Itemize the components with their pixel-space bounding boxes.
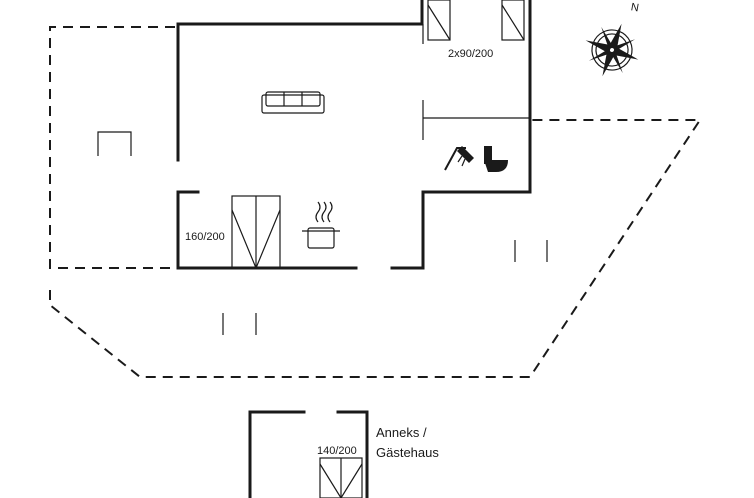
annex-label-line2: Gästehaus [376,445,439,460]
compass-north-label: N [630,1,640,14]
main-house-walls [176,0,532,270]
main-bed-size-label: 160/200 [185,231,225,243]
door-markers [222,240,548,335]
bunk-bed-size-label: 2x90/200 [448,48,493,60]
annex-label-line1: Anneks / [376,425,427,440]
annex-walls [248,410,369,498]
terrace-outline [49,26,702,378]
shower-icon [444,146,474,171]
double-bed-main [231,195,281,269]
double-bed-annex [319,457,363,498]
annex-bed-size-label: 140/200 [317,445,357,457]
compass-rose-icon [585,23,639,77]
cooking-pot-icon [302,201,340,249]
sofa-icon [261,91,325,114]
side-table [97,131,132,156]
bunk-beds [427,0,525,41]
toilet-icon [484,146,508,172]
